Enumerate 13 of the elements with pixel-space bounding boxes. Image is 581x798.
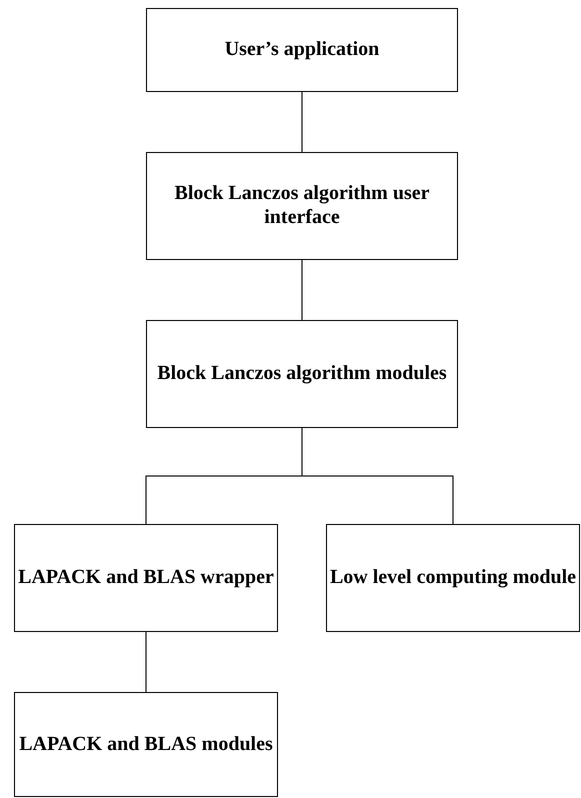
module-label: Block Lanczos algorithm modules bbox=[157, 362, 447, 386]
module-box bbox=[146, 152, 458, 260]
connector-line bbox=[302, 428, 454, 524]
module-label: LAPACK and BLAS modules bbox=[19, 732, 273, 756]
module-label: Low level computing module bbox=[330, 566, 576, 590]
module-box bbox=[146, 8, 458, 92]
module-label: User’s application bbox=[224, 38, 380, 62]
module-box bbox=[326, 524, 580, 632]
module-label: Block Lanczos algorithm user interface bbox=[174, 182, 430, 230]
module-label: LAPACK and BLAS wrapper bbox=[18, 566, 274, 590]
module-box bbox=[146, 320, 458, 428]
module-box bbox=[14, 692, 278, 797]
module-box bbox=[14, 524, 278, 632]
